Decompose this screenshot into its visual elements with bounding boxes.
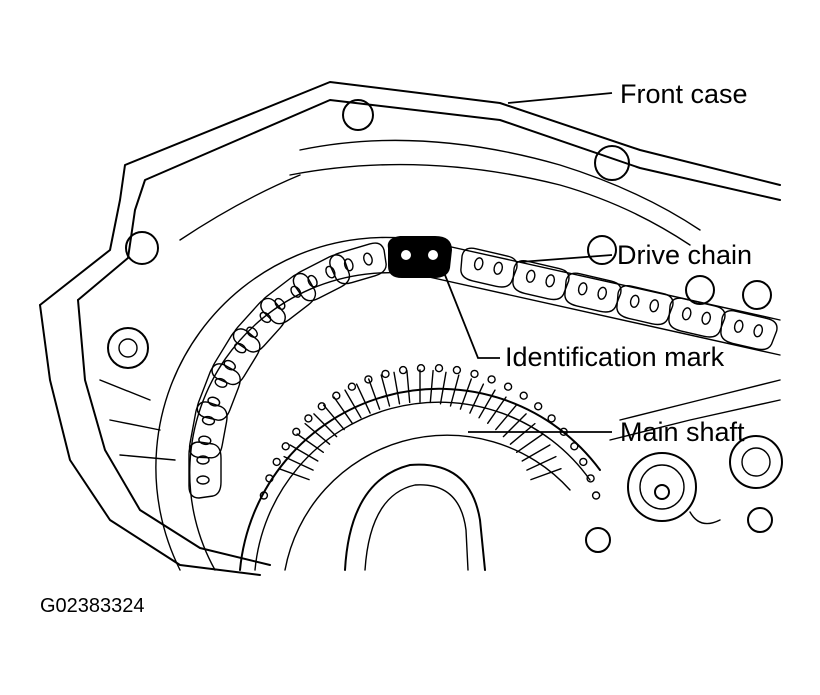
spline-tooth bbox=[516, 433, 544, 453]
chain-link bbox=[292, 254, 351, 302]
chain-link bbox=[188, 441, 222, 499]
bearing-ball bbox=[487, 375, 496, 384]
bearing-ball bbox=[519, 391, 528, 400]
drive-chain-drawing bbox=[155, 236, 781, 571]
spline-tooth bbox=[333, 396, 353, 424]
spline-tooth bbox=[380, 374, 391, 407]
bearing-ball bbox=[591, 491, 601, 500]
spline-tooth bbox=[278, 468, 310, 481]
bearing-ball bbox=[381, 369, 390, 379]
chain-link bbox=[188, 401, 228, 459]
spline-tooth bbox=[406, 369, 411, 404]
bearing-ball bbox=[503, 382, 513, 391]
bearing-ball bbox=[304, 414, 313, 423]
leader-lines bbox=[442, 92, 613, 433]
spline-tooth bbox=[289, 444, 319, 462]
spline-tooth bbox=[368, 378, 381, 410]
bearing-ball bbox=[570, 442, 579, 451]
chain-link bbox=[260, 272, 317, 325]
bearing-ball bbox=[281, 442, 290, 451]
spline-tooth bbox=[459, 378, 472, 410]
spline-tooth bbox=[393, 371, 401, 405]
bearing-ball bbox=[416, 364, 426, 373]
bearing-ball bbox=[259, 491, 269, 500]
spline-tooth bbox=[344, 389, 362, 419]
bearing-ball bbox=[579, 457, 588, 467]
bearing-ball bbox=[398, 365, 408, 375]
label-identification-mark: Identification mark bbox=[505, 342, 725, 372]
bearing-ball bbox=[534, 402, 543, 411]
spline-tooth bbox=[355, 383, 371, 414]
bearing-ball bbox=[452, 365, 462, 375]
label-front-case: Front case bbox=[620, 79, 748, 109]
identification-mark-link bbox=[387, 236, 452, 278]
bearing-ball bbox=[265, 474, 274, 483]
bearing-ball bbox=[347, 382, 357, 391]
chain-link bbox=[720, 310, 778, 351]
main-shaft-drawing bbox=[239, 364, 601, 571]
spline-tooth bbox=[322, 404, 345, 431]
spline-tooth bbox=[526, 455, 557, 471]
figure-code: G02383324 bbox=[40, 595, 145, 617]
spline-tooth bbox=[487, 396, 507, 424]
spline-tooth bbox=[521, 444, 551, 462]
spline-tooth bbox=[478, 389, 496, 419]
spline-tooth bbox=[530, 468, 562, 481]
chain-link bbox=[460, 247, 518, 288]
front-case-drawing bbox=[39, 81, 781, 576]
chain-link bbox=[616, 285, 674, 326]
chain-link bbox=[564, 272, 622, 313]
bearing-ball bbox=[272, 457, 281, 467]
bearing-ball bbox=[332, 391, 341, 400]
bearing-ball bbox=[586, 474, 595, 483]
spline-tooth bbox=[495, 404, 518, 431]
chain-link bbox=[329, 242, 387, 285]
spline-tooth bbox=[509, 422, 536, 445]
chain-link bbox=[668, 297, 726, 338]
chain-link bbox=[196, 363, 241, 421]
bearing-ball bbox=[470, 369, 479, 379]
chain-link bbox=[512, 260, 570, 301]
spline-tooth bbox=[283, 455, 314, 471]
chain-link bbox=[232, 297, 286, 353]
spline-tooth bbox=[296, 433, 324, 453]
bearing-ball bbox=[292, 427, 301, 436]
spline-tooth bbox=[304, 422, 331, 445]
secondary-gears-drawing bbox=[585, 379, 783, 553]
label-drive-chain: Drive chain bbox=[617, 240, 752, 270]
label-main-shaft: Main shaft bbox=[620, 417, 745, 447]
chain-link bbox=[211, 328, 261, 386]
bearing-ball bbox=[547, 414, 556, 423]
spline-tooth bbox=[429, 369, 434, 404]
bearing-ball bbox=[434, 364, 444, 373]
bearing-ball bbox=[364, 375, 373, 384]
spline-tooth bbox=[449, 374, 460, 407]
spline-tooth bbox=[313, 413, 338, 438]
spline-tooth bbox=[469, 383, 485, 414]
spline-tooth bbox=[439, 371, 447, 405]
